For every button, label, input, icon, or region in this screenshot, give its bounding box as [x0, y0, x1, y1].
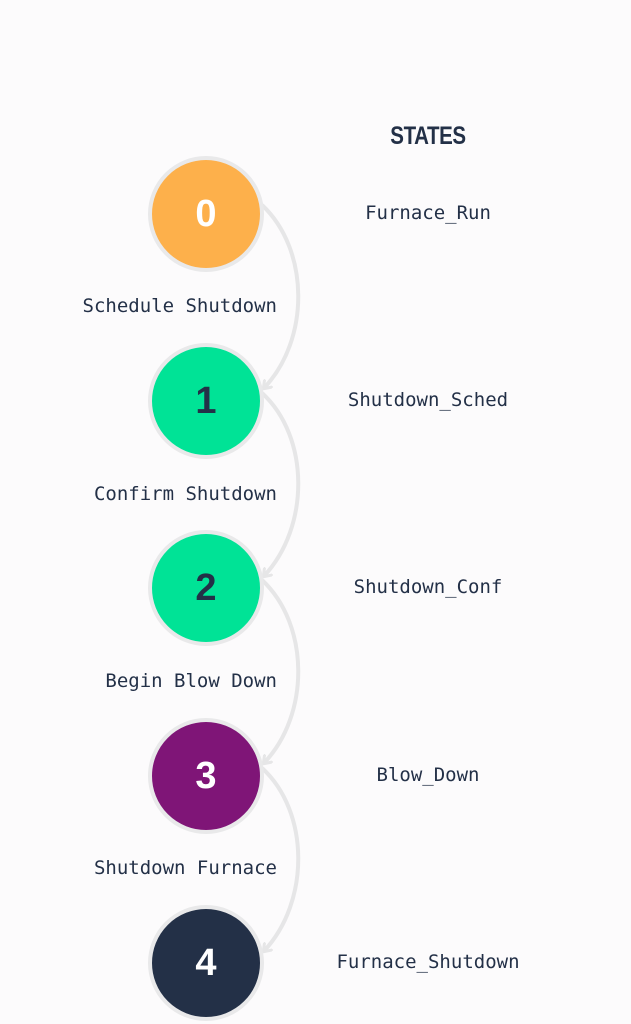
transition-label-0: Schedule Shutdown — [82, 295, 277, 317]
state-node-2: 2 — [148, 530, 264, 646]
transition-label-3: Shutdown Furnace — [93, 857, 277, 879]
state-number-2: 2 — [195, 566, 217, 609]
state-number-0: 0 — [195, 192, 217, 235]
state-number-4: 4 — [195, 941, 217, 984]
arrow-3-to-4 — [260, 766, 301, 951]
state-number-3: 3 — [195, 754, 217, 797]
arrow-2-to-3 — [260, 578, 301, 763]
state-node-3: 3 — [148, 718, 264, 834]
transition-label-2: Begin Blow Down — [105, 670, 277, 692]
state-node-4: 4 — [148, 905, 264, 1021]
state-name-2: Shutdown_Conf — [353, 576, 503, 598]
arrow-0-to-1 — [260, 203, 301, 388]
transition-label-1: Confirm Shutdown — [93, 483, 277, 505]
state-number-1: 1 — [195, 379, 217, 422]
state-name-3: Blow_Down — [376, 764, 480, 786]
states-heading: STATES — [390, 122, 466, 150]
state-node-0: 0 — [148, 156, 264, 272]
state-node-1: 1 — [148, 343, 264, 459]
arrow-1-to-2 — [260, 391, 301, 576]
state-name-0: Furnace_Run — [365, 202, 491, 224]
state-name-4: Furnace_Shutdown — [336, 951, 520, 973]
state-name-1: Shutdown_Sched — [347, 389, 509, 411]
